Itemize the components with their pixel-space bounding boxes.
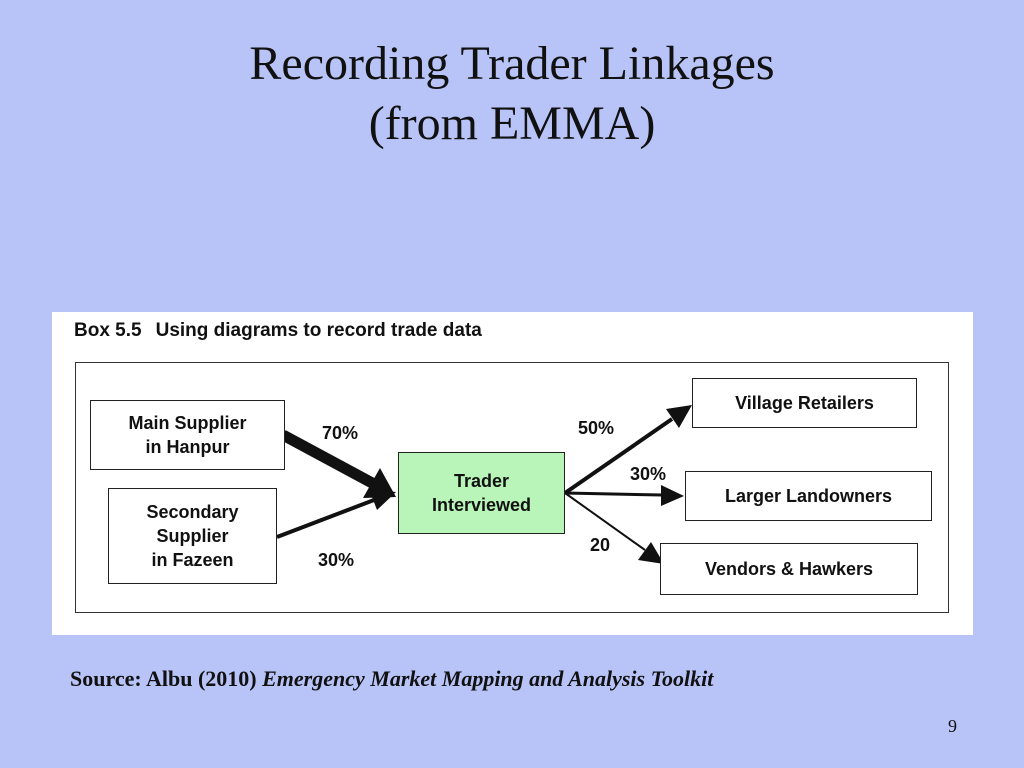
arrowhead-trader-to-landowners [661,485,684,506]
node-secondary-supplier: Secondary Supplier in Fazeen [108,488,277,584]
arrow-secondary-to-trader [276,498,375,539]
slide-title: Recording Trader Linkages (from EMMA) [0,34,1024,154]
node-trader-interviewed: Trader Interviewed [398,452,565,534]
node-vendors-hawkers-label: Vendors & Hawkers [704,559,874,579]
page-number: 9 [948,716,957,736]
node-trader-line-1: Trader [453,471,510,491]
flow-label-secondary: 30% [318,550,355,570]
arrow-trader-to-landowners [564,491,663,497]
node-secondary-supplier-line-1: Secondary [146,502,239,522]
source-citation: Source: Albu (2010) Emergency Market Map… [70,666,713,692]
arrow-trader-to-village [563,417,674,495]
source-prefix: Source: Albu (2010) [70,666,257,691]
node-main-supplier-line-2: in Hanpur [145,437,230,457]
flow-arrows [276,405,692,564]
source-book-title: Emergency Market Mapping and Analysis To… [262,666,714,691]
node-main-supplier: Main Supplier in Hanpur [90,400,285,470]
node-trader-line-2: Interviewed [431,495,532,515]
node-vendors-hawkers: Vendors & Hawkers [660,543,918,595]
node-village-retailers: Village Retailers [692,378,917,428]
slide-title-line-2: (from EMMA) [368,97,656,150]
box-heading: Using diagrams to record trade data [155,320,482,341]
flow-label-landowners: 30% [630,464,667,484]
node-main-supplier-line-1: Main Supplier [128,413,247,433]
flow-label-vendors: 20 [590,535,611,555]
node-larger-landowners: Larger Landowners [685,471,932,521]
node-secondary-supplier-line-3: in Fazeen [151,550,234,570]
flow-label-main: 70% [322,423,359,443]
arrow-trader-to-vendors [564,492,646,551]
arrow-main-to-trader [280,430,377,489]
arrowhead-trader-to-village [666,405,692,428]
node-village-retailers-label: Village Retailers [735,393,874,413]
diagram-frame [75,362,949,613]
node-secondary-supplier-line-2: Supplier [156,526,229,546]
arrowhead-trader-to-vendors [638,542,664,564]
node-larger-landowners-label: Larger Landowners [724,486,893,506]
box-caption: Box 5.5 Using diagrams to record trade da… [74,320,482,342]
trade-diagram-figure: Box 5.5 Using diagrams to record trade da… [52,312,973,635]
flow-label-village: 50% [578,418,615,438]
slide-title-line-1: Recording Trader Linkages [249,37,775,90]
box-number: Box 5.5 [74,320,142,341]
arrowhead-secondary-to-trader [369,489,396,510]
